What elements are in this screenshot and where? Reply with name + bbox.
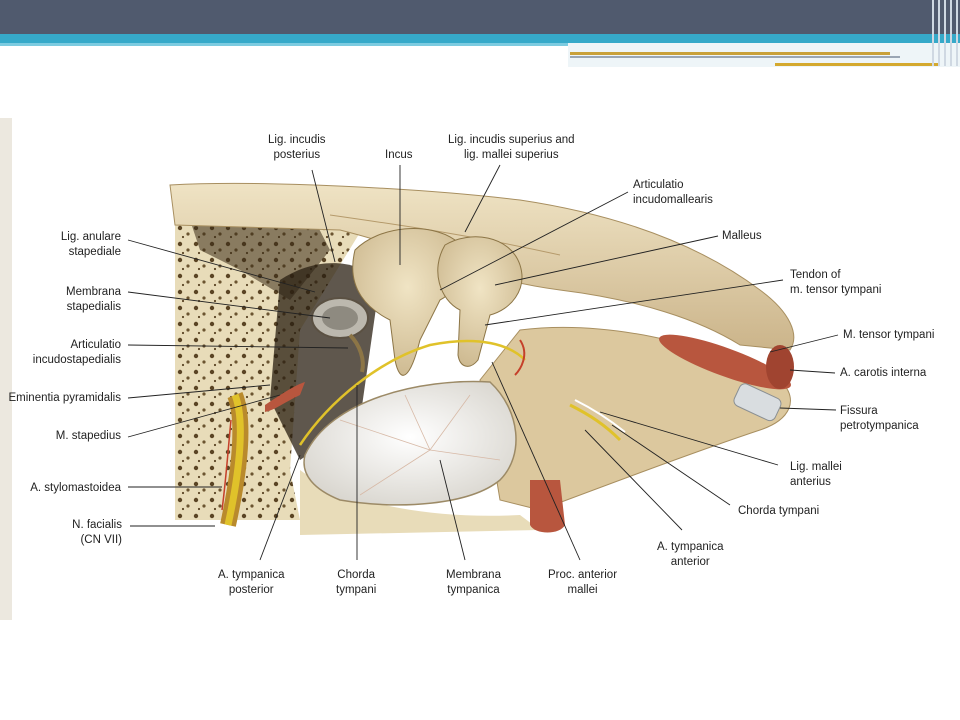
figure-left-edge (0, 118, 12, 620)
slide-header-bar (0, 0, 960, 34)
leader-lines (127, 164, 839, 561)
label-m-tensor-tympani: M. tensor tympani (843, 329, 935, 341)
fissure-probe (733, 383, 782, 422)
stapedius-muscle (265, 382, 305, 412)
malleus-bone (437, 236, 523, 367)
label-n-facialis: N. facialis(CN VII) (72, 519, 122, 546)
label-a-stylomastoidea: A. stylomastoidea (30, 482, 121, 494)
tensor-tympani-muscle (659, 334, 791, 390)
carotid-artery (766, 345, 794, 389)
lower-vessel (530, 480, 565, 533)
stapes (311, 297, 369, 373)
label-malleus: Malleus (722, 230, 762, 242)
label-m-stapedius: M. stapedius (55, 430, 121, 442)
slide-gold-rule (570, 52, 890, 55)
label-chorda-tympani-right: Chorda tympani (738, 505, 820, 517)
facial-nerve (220, 392, 249, 527)
slide-gray-rule (570, 56, 900, 58)
slide-gold-rule-short (775, 63, 940, 66)
slide-corner-stripes (928, 0, 960, 66)
chorda-tympani-nerve (298, 339, 526, 446)
slide-header-accent-light (0, 43, 568, 46)
label-a-carotis-interna: A. carotis interna (840, 367, 927, 379)
label-incus: Incus (385, 149, 413, 161)
incus-bone (352, 228, 463, 376)
label-eminentia-pyramidalis: Eminentia pyramidalis (8, 392, 122, 404)
slide-header-accent (0, 34, 960, 43)
anterior-wall (300, 326, 791, 535)
